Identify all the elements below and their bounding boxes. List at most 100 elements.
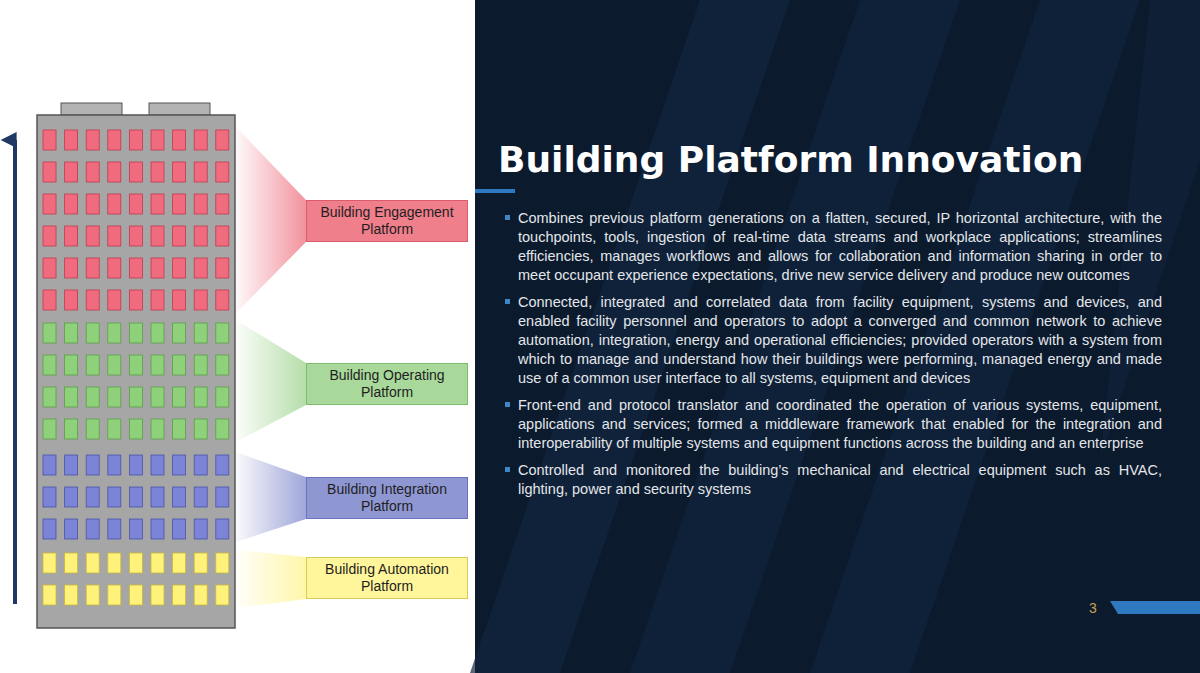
window: [129, 162, 142, 182]
window: [65, 455, 78, 475]
bullet-item: Combines previous platform generations o…: [500, 209, 1162, 285]
window: [129, 487, 142, 507]
window: [173, 387, 186, 407]
roof-block: [149, 103, 210, 115]
window: [173, 162, 186, 182]
window: [65, 487, 78, 507]
window: [194, 487, 207, 507]
window: [194, 226, 207, 246]
window: [173, 130, 186, 150]
window: [65, 194, 78, 214]
window: [216, 419, 229, 439]
window: [129, 323, 142, 343]
callout-fan: [236, 452, 306, 542]
platform-label-box: Building Integration Platform: [306, 477, 468, 519]
callout-fan: [236, 320, 306, 442]
window: [129, 519, 142, 539]
window: [65, 162, 78, 182]
window: [216, 130, 229, 150]
window: [194, 419, 207, 439]
window: [65, 553, 78, 573]
window: [108, 323, 121, 343]
slide-title: Building Platform Innovation: [498, 138, 1083, 182]
window: [194, 323, 207, 343]
platform-label: Building Integration Platform: [313, 481, 461, 515]
title-accent: [475, 189, 515, 193]
corner-accent: [1110, 601, 1200, 614]
window: [43, 258, 56, 278]
window: [129, 355, 142, 375]
window: [173, 519, 186, 539]
window: [216, 387, 229, 407]
platform-label: Building Engagement Platform: [313, 204, 461, 238]
window: [173, 290, 186, 310]
window: [151, 194, 164, 214]
window: [173, 585, 186, 605]
window: [65, 323, 78, 343]
window: [43, 162, 56, 182]
window: [151, 553, 164, 573]
window: [151, 387, 164, 407]
window: [43, 419, 56, 439]
window: [43, 519, 56, 539]
window: [194, 130, 207, 150]
window: [43, 487, 56, 507]
window: [216, 585, 229, 605]
window: [43, 194, 56, 214]
window: [65, 258, 78, 278]
window: [151, 585, 164, 605]
window: [194, 519, 207, 539]
window: [216, 355, 229, 375]
platform-label-box: Building Automation Platform: [306, 557, 468, 599]
window: [129, 419, 142, 439]
window: [108, 519, 121, 539]
window: [108, 585, 121, 605]
window: [65, 585, 78, 605]
window: [43, 355, 56, 375]
window: [65, 419, 78, 439]
building-body: [37, 115, 235, 628]
window: [65, 355, 78, 375]
bullet-marker: [505, 467, 510, 472]
window: [108, 487, 121, 507]
callout-fan: [236, 127, 306, 313]
window: [216, 519, 229, 539]
window: [173, 455, 186, 475]
window: [86, 455, 99, 475]
window: [173, 194, 186, 214]
window: [108, 194, 121, 214]
window: [108, 553, 121, 573]
bullet-text: Connected, integrated and correlated dat…: [518, 293, 1162, 388]
window: [43, 387, 56, 407]
window: [43, 455, 56, 475]
window: [86, 487, 99, 507]
window: [86, 323, 99, 343]
window: [194, 387, 207, 407]
window: [194, 194, 207, 214]
left-panel: [0, 0, 475, 673]
bullet-marker: [505, 402, 510, 407]
window: [65, 130, 78, 150]
page-number: 3: [1089, 600, 1097, 616]
bullet-marker: [505, 299, 510, 304]
window: [151, 290, 164, 310]
window: [129, 194, 142, 214]
window: [86, 553, 99, 573]
window: [86, 355, 99, 375]
window: [173, 553, 186, 573]
window: [86, 162, 99, 182]
window: [108, 226, 121, 246]
window: [216, 290, 229, 310]
window: [108, 419, 121, 439]
window: [151, 226, 164, 246]
growth-arrow: [13, 140, 17, 604]
window: [86, 585, 99, 605]
callout-fan: [236, 550, 306, 608]
window: [86, 258, 99, 278]
bullet-marker: [505, 215, 510, 220]
window: [129, 226, 142, 246]
window: [173, 258, 186, 278]
window: [151, 487, 164, 507]
window: [173, 323, 186, 343]
window: [129, 130, 142, 150]
